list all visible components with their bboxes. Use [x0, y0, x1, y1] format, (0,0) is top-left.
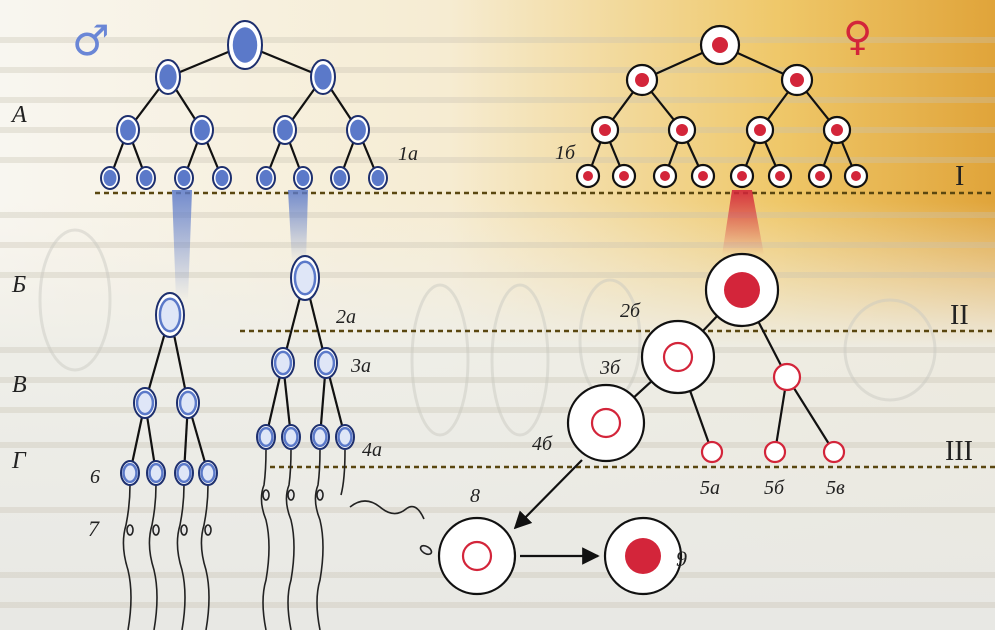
label-4a: 4а [362, 439, 382, 461]
spermatogonium-cell [174, 166, 194, 190]
label-5a: 5а [700, 477, 720, 499]
male-symbol: ♂ [72, 16, 110, 65]
label-2b: 2б [620, 300, 641, 322]
female-cells [437, 24, 869, 596]
oogonium-cell [729, 163, 755, 189]
label-3a: 3а [350, 355, 371, 377]
level-label-II: II [950, 300, 969, 331]
spermatogonium-cell [100, 166, 120, 190]
oogonium-cell [699, 24, 741, 66]
polar-body-cell [822, 440, 846, 464]
spermatogonium-cell [273, 115, 297, 145]
label-7: 7 [88, 516, 100, 541]
spermatogonium-cell [368, 166, 388, 190]
spermatid-cell [281, 424, 301, 450]
oogonium-cell [667, 115, 697, 145]
sperm-tails [122, 449, 433, 630]
spermatogonium-cell [227, 20, 263, 70]
oogonium-cell [780, 63, 814, 97]
primary-spermatocyte-cell [290, 255, 320, 301]
level-label-I: I [955, 161, 964, 192]
zygote-cell [603, 516, 683, 596]
spermatogonium-cell [310, 59, 336, 95]
label-9: 9 [676, 546, 687, 571]
level-lines [95, 191, 995, 469]
primary-spermatocyte-cell [155, 292, 185, 338]
secondary-spermatocyte-cell [271, 347, 295, 379]
oogonium-cell [575, 163, 601, 189]
spermatogonium-cell [190, 115, 214, 145]
stage-label-A: А [10, 102, 27, 128]
spermatogonium-cell [155, 59, 181, 95]
spermatogonium-cell [116, 115, 140, 145]
female-beam [722, 190, 764, 255]
label-8: 8 [470, 485, 480, 507]
primary-oocyte-cell [640, 319, 716, 395]
polar-body-cell [700, 440, 724, 464]
label-2a: 2а [336, 306, 356, 328]
label-6: 6 [90, 466, 100, 488]
oogonium-cell [767, 163, 793, 189]
spermatogonium-cell [330, 166, 350, 190]
label-3b: 3б [599, 357, 621, 379]
secondary-oocyte-cell [566, 383, 646, 463]
spermatogonium-cell [256, 166, 276, 190]
spermatid-cell [174, 460, 194, 486]
polar-body-cell [763, 440, 787, 464]
secondary-spermatocyte-cell [133, 387, 157, 419]
secondary-spermatocyte-cell [176, 387, 200, 419]
oogonium-cell [807, 163, 833, 189]
spermatogonium-cell [346, 115, 370, 145]
spermatogonium-cell [136, 166, 156, 190]
spermatid-cell [120, 460, 140, 486]
label-5v: 5в [826, 477, 845, 499]
spermatogonium-cell [293, 166, 313, 190]
oogonium-cell [745, 115, 775, 145]
label-1b: 1б [555, 142, 576, 164]
oogonium-cell [611, 163, 637, 189]
oogonium-cell [625, 63, 659, 97]
polar-body-cell [772, 362, 802, 392]
ovum-with-sperm-cell [437, 516, 517, 596]
oogonium-cell [822, 115, 852, 145]
label-5b: 5б [764, 477, 785, 499]
oogonium-cell [590, 115, 620, 145]
oogonium-cell [652, 163, 678, 189]
spermatid-cell [198, 460, 218, 486]
background-text-lines [0, 37, 995, 608]
spermatogonium-cell [212, 166, 232, 190]
stage-label-V: В [12, 372, 27, 398]
stage-label-B: Б [11, 272, 26, 298]
oogonium-cell [843, 163, 869, 189]
spermatid-cell [310, 424, 330, 450]
male-cells [100, 20, 388, 486]
male-beam-right [288, 190, 308, 262]
spermatid-cell [146, 460, 166, 486]
stage-label-G: Г [11, 448, 27, 474]
spermatid-cell [335, 424, 355, 450]
level-label-III: III [945, 436, 973, 467]
label-4b: 4б [532, 433, 553, 455]
oogonium-cell [690, 163, 716, 189]
primary-oocyte-growth-cell [704, 252, 780, 328]
female-symbol: ♀ [843, 14, 872, 60]
male-beam-left [172, 190, 192, 300]
spermatid-cell [256, 424, 276, 450]
label-1a: 1а [398, 143, 418, 165]
arrow-4b-to-8 [513, 459, 583, 530]
secondary-spermatocyte-cell [314, 347, 338, 379]
